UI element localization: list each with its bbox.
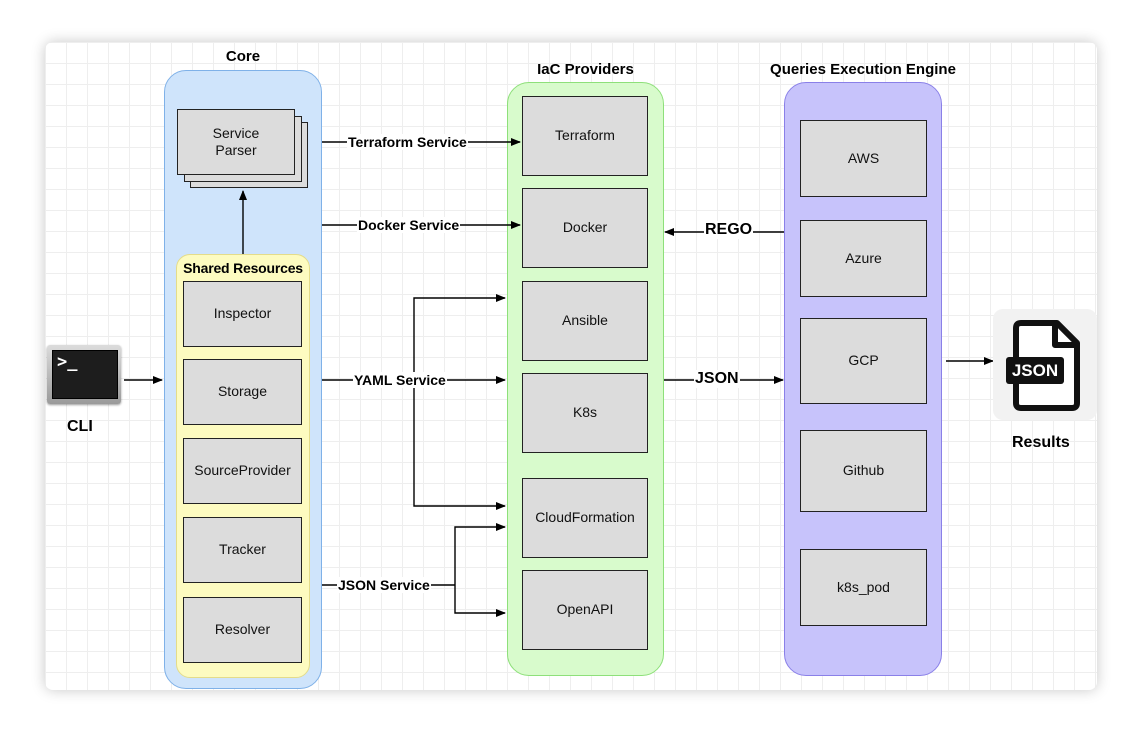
cli-prompt: >_ xyxy=(57,352,78,372)
query-engine-title: Queries Execution Engine xyxy=(770,61,956,78)
label-terraform-service: Terraform Service xyxy=(347,134,468,150)
edge-yaml-ansible xyxy=(413,294,506,380)
cli-terminal-icon[interactable]: >_ xyxy=(47,345,121,404)
service-parser-label: Service Parser xyxy=(212,124,260,159)
label-json: JSON xyxy=(694,370,740,388)
label-json-service: JSON Service xyxy=(337,577,431,593)
shared-item-inspector[interactable]: Inspector xyxy=(183,281,302,347)
service-parser-box[interactable]: Service Parser xyxy=(177,109,295,175)
engine-gcp[interactable]: GCP xyxy=(800,318,927,404)
results-label: Results xyxy=(1012,434,1070,451)
label-docker-service: Docker Service xyxy=(357,217,461,233)
edge-yaml-cloudformation xyxy=(413,380,506,510)
shared-resources-title: Shared Resources xyxy=(183,260,303,276)
provider-terraform[interactable]: Terraform xyxy=(522,96,648,176)
provider-openapi[interactable]: OpenAPI xyxy=(522,570,648,650)
shared-item-storage[interactable]: Storage xyxy=(183,359,302,425)
cli-label: CLI xyxy=(67,418,93,435)
label-rego: REGO xyxy=(704,221,754,239)
iac-providers-title: IaC Providers xyxy=(537,61,634,78)
label-yaml-service: YAML Service xyxy=(353,372,447,388)
engine-azure[interactable]: Azure xyxy=(800,220,927,297)
engine-aws[interactable]: AWS xyxy=(800,120,927,197)
provider-k8s[interactable]: K8s xyxy=(522,373,648,453)
engine-k8s-pod[interactable]: k8s_pod xyxy=(800,549,927,626)
provider-docker[interactable]: Docker xyxy=(522,188,648,268)
edge-json-cloudformation xyxy=(454,523,506,585)
core-title: Core xyxy=(225,48,261,65)
results-file-tile[interactable]: JSON xyxy=(993,309,1097,420)
provider-cloudformation[interactable]: CloudFormation xyxy=(522,478,648,558)
edge-json-openapi xyxy=(454,585,506,617)
shared-item-sourceprovider[interactable]: SourceProvider xyxy=(183,438,302,504)
shared-item-tracker[interactable]: Tracker xyxy=(183,517,302,583)
engine-github[interactable]: Github xyxy=(800,430,927,512)
json-file-icon xyxy=(1006,320,1080,411)
shared-item-resolver[interactable]: Resolver xyxy=(183,597,302,663)
json-badge-text: JSON xyxy=(1011,361,1059,380)
provider-ansible[interactable]: Ansible xyxy=(522,281,648,361)
